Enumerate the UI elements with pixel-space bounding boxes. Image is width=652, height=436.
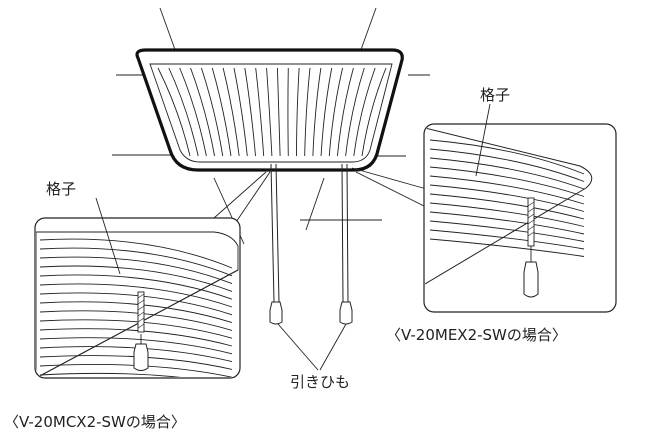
- detail-box-right: [423, 103, 617, 313]
- detail-slats-right: [429, 139, 585, 257]
- detail-slat: [39, 274, 233, 300]
- cord-right-pendant: [339, 301, 353, 325]
- grille-slat: [157, 67, 191, 157]
- callout-line-right: [355, 171, 437, 213]
- grille-slat: [345, 67, 365, 157]
- grille-label-right: 格子: [480, 86, 510, 104]
- grille-slat: [190, 67, 216, 157]
- grille-leader-left: [95, 197, 121, 275]
- detail-slat: [39, 337, 233, 355]
- detail-pendant-left: [133, 343, 149, 371]
- detail-slat: [429, 193, 585, 220]
- grille-slat: [201, 67, 224, 157]
- detail-slat: [429, 148, 585, 182]
- detail-housing-edge-left: [36, 231, 239, 377]
- caption-right: 〈V-20MEX2-SWの場合〉: [386, 326, 567, 344]
- cord-leader-right: [319, 323, 347, 371]
- detail-slat: [429, 238, 585, 257]
- detail-box-left: [34, 197, 241, 379]
- grille-leader-right: [475, 103, 491, 177]
- grille-slat: [168, 67, 199, 157]
- detail-frame-right: [423, 123, 617, 313]
- main-fan-grille: [135, 48, 404, 172]
- callout-line-right: [351, 167, 431, 191]
- detail-slat: [429, 211, 585, 235]
- caption-left: 〈V-20MCX2-SWの場合〉: [4, 413, 186, 431]
- callout-line-left: [231, 171, 271, 229]
- cord-left-pendant: [269, 301, 283, 325]
- detail-diagonal-left: [36, 269, 239, 377]
- detail-slat: [429, 229, 585, 250]
- grille-slat: [320, 67, 333, 157]
- grille-slat: [336, 67, 354, 157]
- cord-left-line-a: [270, 163, 275, 303]
- guide-line: [305, 177, 325, 231]
- cord-right-line-b: [346, 163, 349, 303]
- grille-slat: [353, 67, 376, 157]
- pull-cords: [269, 163, 353, 371]
- pull-cord-label: 引きひも: [290, 373, 350, 391]
- detail-cord-hatch-right: [527, 201, 535, 237]
- detail-slat: [39, 247, 233, 277]
- grille-slat: [255, 67, 265, 157]
- detail-slat: [39, 256, 233, 285]
- detail-slat: [429, 139, 585, 175]
- grille-slats: [157, 67, 387, 157]
- detail-slat: [39, 238, 233, 269]
- callout-lines: [213, 167, 437, 229]
- detail-slat: [429, 175, 585, 205]
- ceiling-guide-lines: [112, 7, 430, 245]
- detail-slats-left: [39, 238, 233, 377]
- cord-right-line-a: [341, 163, 344, 303]
- detail-slat: [429, 157, 585, 190]
- grille-slat: [312, 67, 322, 157]
- detail-cord-hatch-left: [137, 293, 145, 329]
- grille-slat: [276, 67, 281, 157]
- grille-slat: [222, 67, 240, 157]
- detail-slat: [429, 166, 585, 197]
- detail-pendant-right: [523, 261, 539, 298]
- detail-slat: [429, 220, 585, 242]
- grille-slat: [211, 67, 232, 157]
- grille-slat: [296, 67, 300, 157]
- grille-slat: [328, 67, 344, 157]
- grille-slat: [244, 67, 256, 157]
- grille-inner-edge: [149, 63, 393, 163]
- detail-slat: [429, 202, 585, 227]
- grille-slat: [266, 67, 273, 157]
- grille-slat: [361, 67, 387, 157]
- callout-line-left: [213, 171, 267, 219]
- cord-left-line-b: [275, 163, 280, 303]
- detail-housing-edge-right: [425, 127, 593, 285]
- cord-leader-left: [277, 323, 319, 371]
- grille-slat: [179, 67, 207, 157]
- detail-slat: [39, 283, 233, 308]
- grille-slat: [304, 67, 311, 157]
- detail-slat: [429, 184, 585, 212]
- grille-label-left: 格子: [46, 180, 76, 198]
- detail-slat: [39, 372, 233, 377]
- grille-slat: [233, 67, 248, 157]
